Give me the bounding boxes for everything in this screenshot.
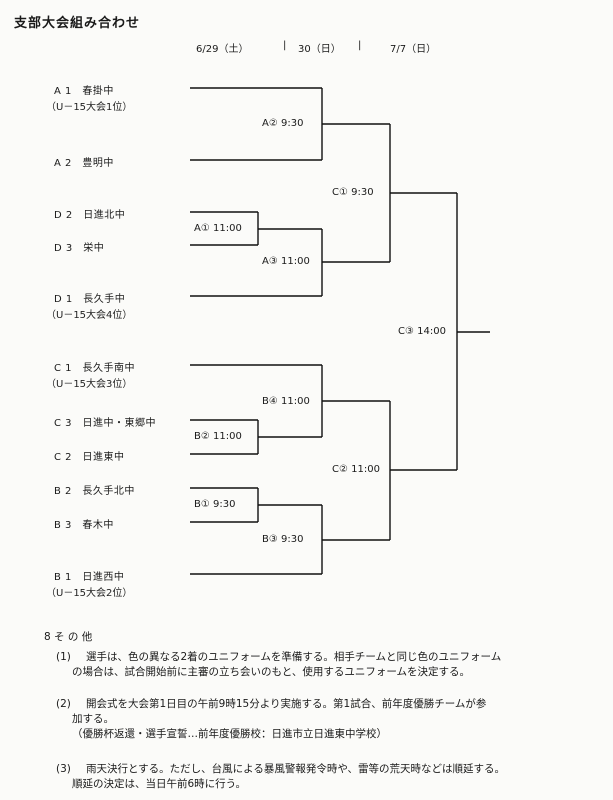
team-seed: C 1 [54, 363, 73, 374]
team-name: 日進東中 [82, 452, 125, 463]
team-seed: A 1 [54, 86, 72, 97]
team-c3: C 3 日進中・東郷中 [54, 414, 156, 429]
team-name: 日進中・東郷中 [82, 418, 157, 429]
team-b3: B 3 春木中 [54, 516, 114, 531]
team-a1: A 1 春掛中 [54, 82, 114, 97]
match-c3: C③ 14:00 [398, 326, 446, 337]
item-text-line: の場合は、試合開始前に主審の立ち会いのもと、使用するユニフォームを決定する。 [72, 666, 471, 678]
header-separator: | [283, 40, 287, 51]
match-c1: C① 9:30 [332, 187, 374, 198]
section-heading: 8 そ の 他 [44, 631, 93, 643]
team-b1: B 1 日進西中 [54, 568, 124, 583]
page-title: 支部大会組み合わせ [14, 16, 141, 31]
team-a2: A 2 豊明中 [54, 154, 114, 169]
match-c2: C② 11:00 [332, 464, 380, 475]
team-d2: D 2 日進北中 [54, 206, 125, 221]
date-round2: 30（日） [298, 44, 341, 55]
item-text-line: 順延の決定は、当日午前6時に行う。 [72, 778, 247, 790]
team-note: （U－15大会4位） [46, 310, 133, 321]
match-a1: A① 11:00 [194, 223, 242, 234]
team-name: 日進西中 [82, 572, 125, 583]
team-name: 日進北中 [83, 210, 126, 221]
item-number: (1) [56, 651, 71, 663]
team-name: 春掛中 [82, 86, 114, 97]
team-seed: B 2 [54, 486, 72, 497]
item-text-line: 開会式を大会第1日目の午前9時15分より実施する。第1試合、前年度優勝チームが参 [86, 698, 487, 710]
team-name: 豊明中 [82, 158, 114, 169]
team-name: 栄中 [83, 243, 105, 254]
team-seed: C 2 [54, 452, 73, 463]
match-a2: A② 9:30 [262, 118, 304, 129]
team-seed: B 3 [54, 520, 72, 531]
item-text-line: 雨天決行とする。ただし、台風による暴風警報発令時や、雷等の荒天時などは順延する。 [86, 763, 506, 775]
team-seed: A 2 [54, 158, 72, 169]
item-text-line: （優勝杯返還・選手宣誓…前年度優勝校：日進市立日進東中学校） [72, 728, 387, 740]
match-a3: A③ 11:00 [262, 256, 310, 267]
match-b4: B④ 11:00 [262, 396, 310, 407]
team-b2: B 2 長久手北中 [54, 482, 135, 497]
match-b1: B① 9:30 [194, 499, 236, 510]
team-name: 春木中 [82, 520, 114, 531]
date-round3: 7/7（日） [390, 44, 437, 55]
item-number: (3) [56, 763, 71, 775]
match-b2: B② 11:00 [194, 431, 242, 442]
team-name: 長久手中 [83, 294, 126, 305]
team-seed: D 2 [54, 210, 73, 221]
header-separator: | [358, 40, 362, 51]
match-b3: B③ 9:30 [262, 534, 304, 545]
team-seed: C 3 [54, 418, 73, 429]
item-text-line: 選手は、色の異なる2着のユニフォームを準備する。相手チームと同じ色のユニフォーム [86, 651, 502, 663]
team-note: （U－15大会2位） [46, 588, 133, 599]
team-c2: C 2 日進東中 [54, 448, 125, 463]
team-name: 長久手南中 [82, 363, 136, 374]
date-round1: 6/29（土） [196, 44, 249, 55]
team-c1: C 1 長久手南中 [54, 359, 135, 374]
item-text-line: 加する。 [72, 713, 114, 725]
team-seed: D 3 [54, 243, 73, 254]
item-number: (2) [56, 698, 71, 710]
team-d3: D 3 栄中 [54, 239, 104, 254]
team-note: （U－15大会1位） [46, 102, 133, 113]
team-seed: B 1 [54, 572, 72, 583]
team-seed: D 1 [54, 294, 73, 305]
team-name: 長久手北中 [82, 486, 135, 497]
team-d1: D 1 長久手中 [54, 290, 125, 305]
team-note: （U－15大会3位） [46, 379, 133, 390]
